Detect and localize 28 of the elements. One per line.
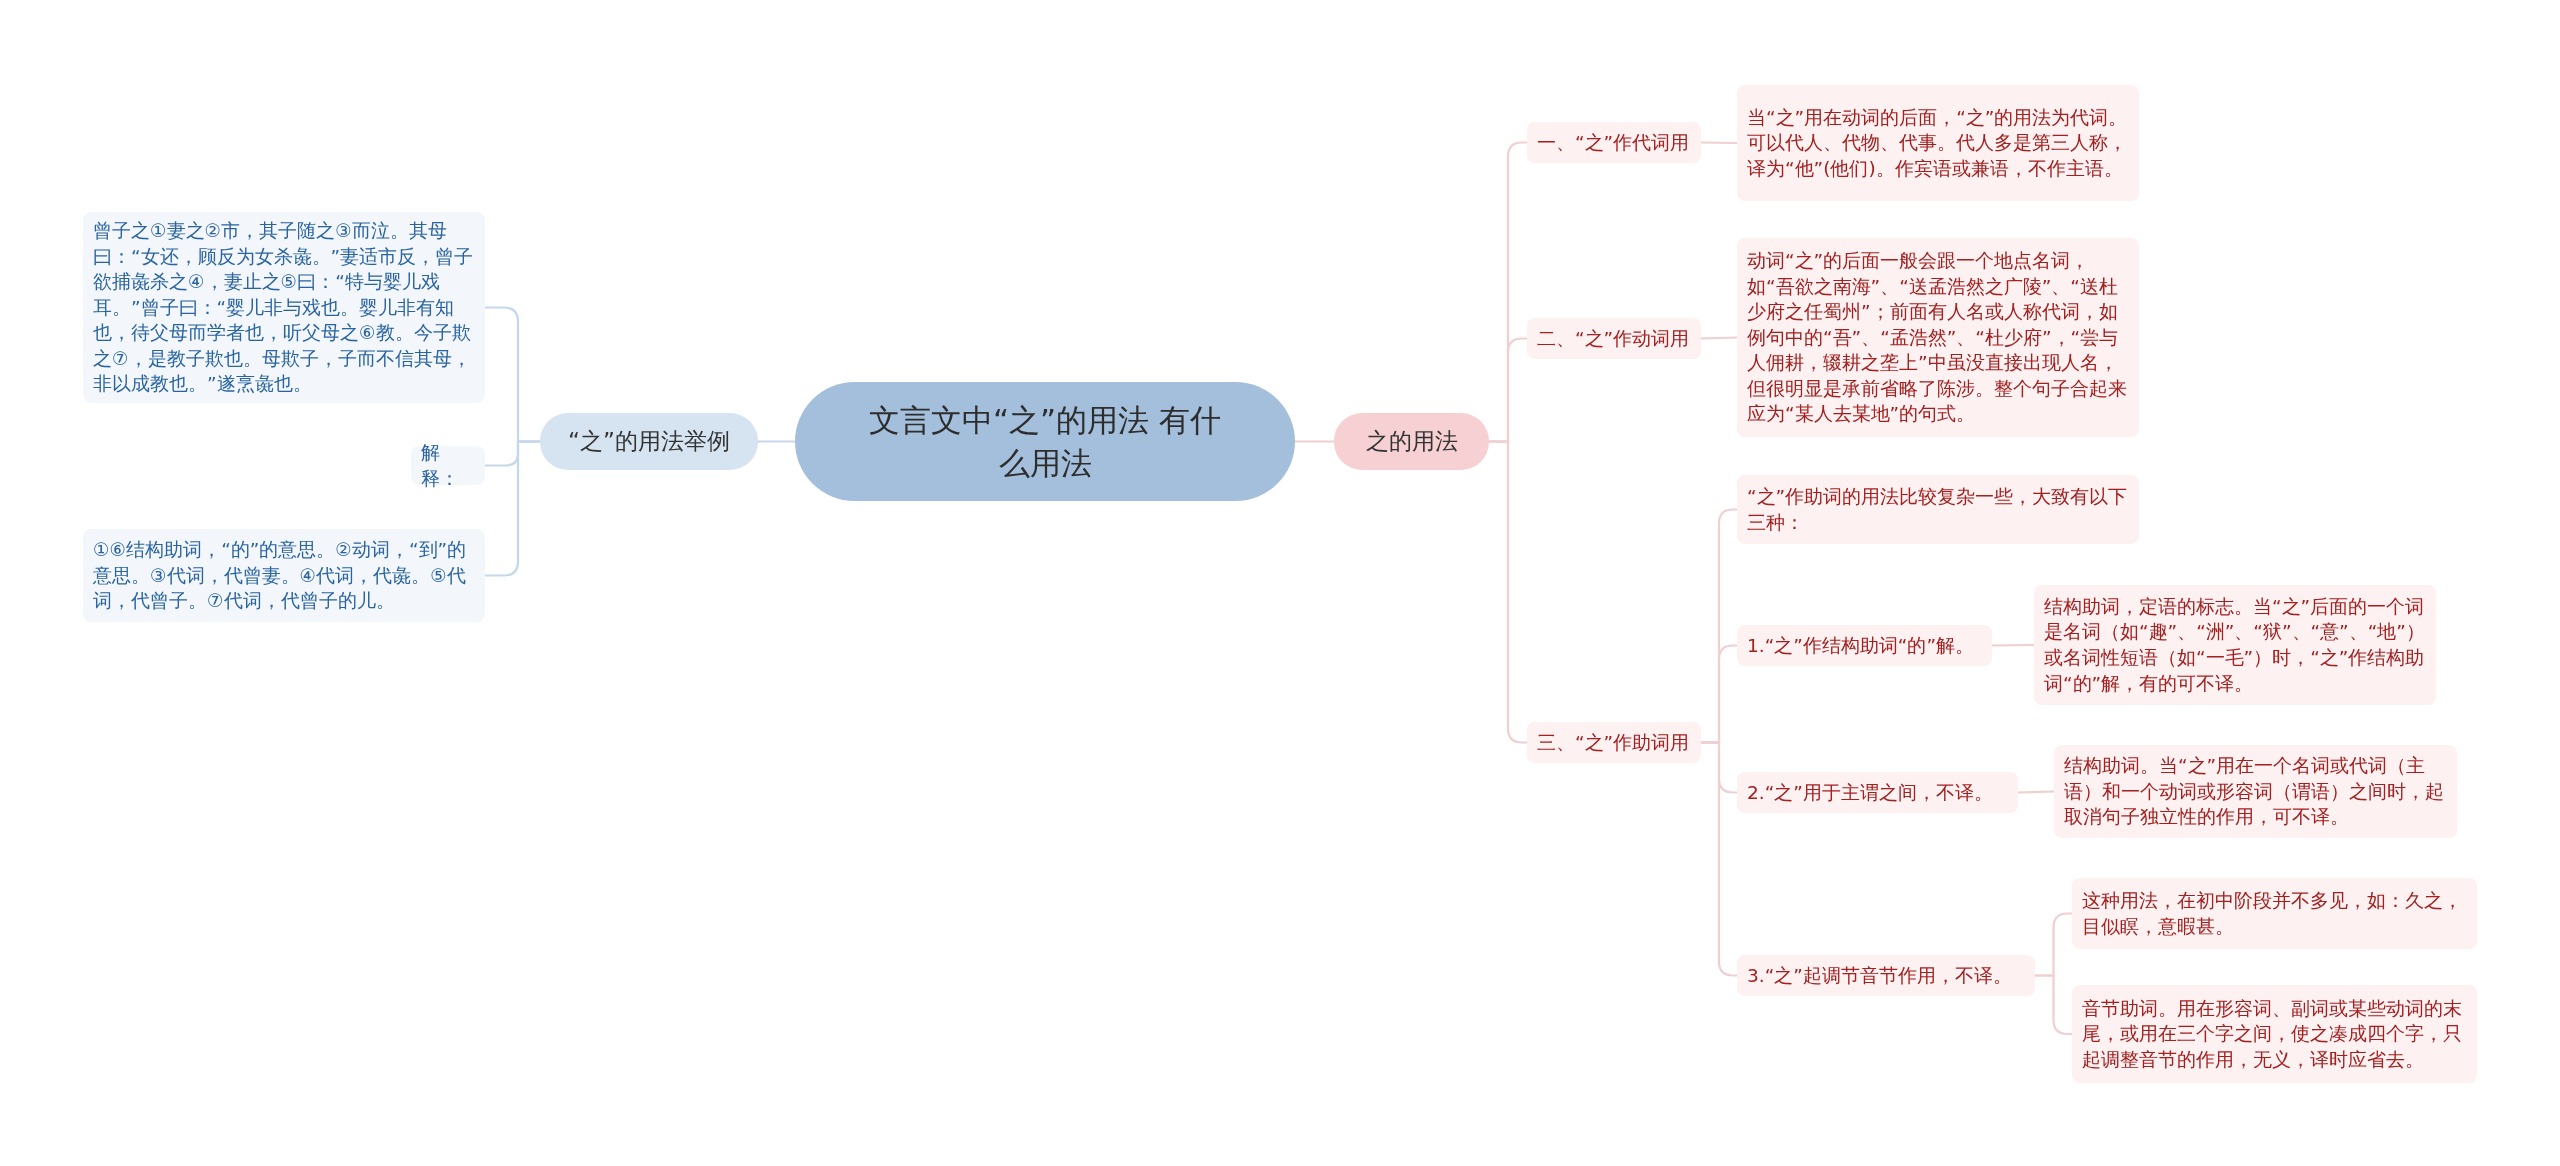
topic-label: 1.“之”作结构助词“的”解。	[1737, 625, 1992, 666]
connector-line	[2017, 790, 2055, 794]
text-card: 当“之”用在动词的后面，“之”的用法为代词。可以代人、代物、代事。代人多是第三人称，译为“他”(他们)。作宾语或兼语，不作主语。	[1737, 85, 2139, 201]
topic-label: 一、“之”作代词用	[1527, 122, 1701, 163]
connector-line	[1992, 643, 2034, 647]
topic-label: 3.“之”起调节音节作用，不译。	[1737, 955, 2035, 996]
topic-label: 2.“之”用于主谓之间，不译。	[1737, 772, 2018, 813]
connector-line	[1701, 141, 1737, 145]
connector-line	[1701, 741, 1737, 977]
text-card: 结构助词，定语的标志。当“之”后面的一个词是名词（如“趣”、“洲”、“狱”、“意”、“地”）或名词性短语（如“一毛”）时，“之”作结构助词“的”解，有的可不译。	[2034, 585, 2436, 705]
branch-pill: “之”的用法举例	[540, 413, 758, 470]
topic-label: 二、“之”作动词用	[1527, 318, 1701, 359]
text-card: 曾子之①妻之②市，其子随之③而泣。其母曰：“女还，顾反为女杀彘。”妻适市反，曾子欲捕彘杀之④，妻止之⑤曰：“特与婴儿戏耳。”曾子曰：“婴儿非与戏也。婴儿非有知也，待父母而学者也，听父母之⑥教。今子欺之⑦，是教子欺也。母欺子，子而不信其母，非以成教也。”遂烹彘也。	[83, 212, 485, 403]
text-card: 音节助词。用在形容词、副词或某些动词的末尾，或用在三个字之间，使之凑成四个字，只起调整音节的作用，无义，译时应省去。	[2072, 985, 2477, 1083]
topic-pill: 文言文中“之”的用法 有什么用法	[795, 382, 1295, 501]
branch-pill: 之的用法	[1334, 413, 1489, 470]
text-card: ①⑥结构助词，“的”的意思。②动词，“到”的意思。③代词，代曾妻。④代词，代彘。⑤代词，代曾子。⑦代词，代曾子的儿。	[83, 529, 485, 622]
text-card: 这种用法，在初中阶段并不多见，如：久之，目似瞑，意暇甚。	[2072, 878, 2477, 949]
text-card: “之”作助词的用法比较复杂一些，大致有以下三种：	[1737, 475, 2139, 544]
connector-line	[1489, 440, 1527, 744]
topic-label: 三、“之”作助词用	[1527, 722, 1701, 763]
connector-line	[485, 440, 540, 577]
text-card: 动词“之”的后面一般会跟一个地点名词，如“吾欲之南海”、“送孟浩然之广陵”、“送杜少府之任蜀州”；前面有人名或人称代词，如例句中的“吾”、“孟浩然”、“杜少府”，“尝与人佣耕，辍耕之垄上”中虽没直接出现人名，但很明显是承前省略了陈涉。整个句子合起来应为“某人去某地”的句式。	[1737, 238, 2139, 437]
connector-line	[2035, 974, 2072, 1036]
connector-line	[758, 440, 795, 443]
text-card: 结构助词。当“之”用在一个名词或代词（主语）和一个动词或形容词（谓语）之间时，起取消句子独立性的作用，可不译。	[2054, 745, 2457, 838]
connector-line	[1295, 440, 1334, 443]
connector-line	[1700, 336, 1738, 340]
